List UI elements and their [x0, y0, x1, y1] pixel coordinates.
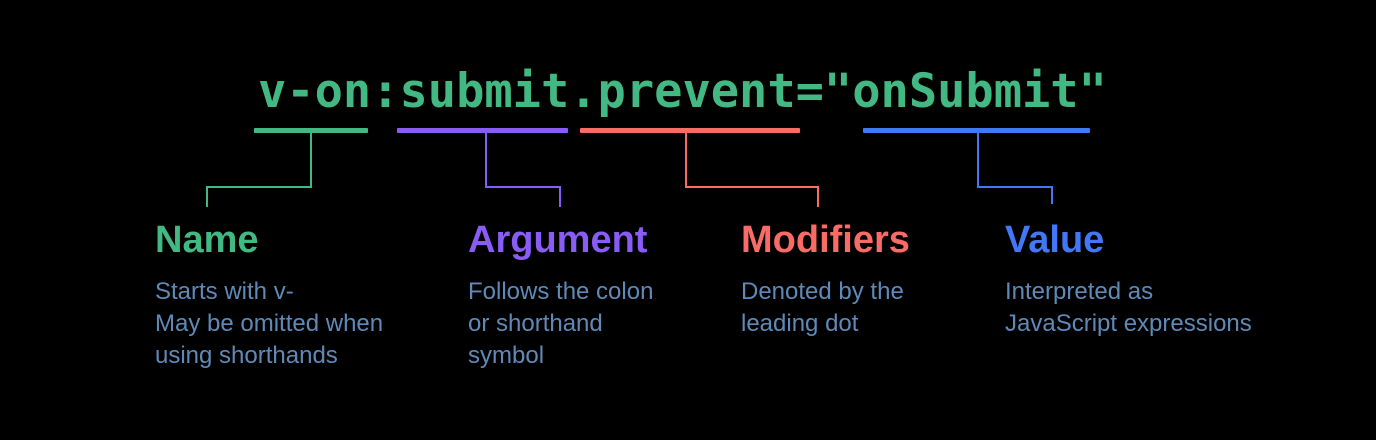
modifiers-connector-stub — [817, 186, 819, 207]
value-connector-elbow — [977, 186, 1053, 188]
modifiers-connector-elbow — [685, 186, 819, 188]
argument-connector-stub — [559, 186, 561, 207]
code-segment-closing-quote: " — [1078, 64, 1107, 119]
name-connector-elbow — [206, 186, 312, 188]
argument-connector-elbow — [485, 186, 561, 188]
value-description: Interpreted as JavaScript expressions — [1005, 276, 1252, 340]
name-connector-stub — [206, 186, 208, 207]
value-description-line-1: Interpreted as — [1005, 278, 1154, 305]
value-description-line-2: JavaScript expressions — [1005, 310, 1252, 337]
code-segment-value: onSubmit — [852, 64, 1079, 119]
argument-description-line-1: Follows the colon — [468, 278, 654, 305]
code-segment-modifiers: .prevent — [569, 64, 796, 119]
code-segment-name: v-on — [258, 64, 372, 119]
name-label: Name — [155, 219, 259, 261]
value-underline-bar — [863, 128, 1090, 133]
argument-description-line-3: symbol — [468, 342, 545, 369]
modifiers-label: Modifiers — [741, 219, 910, 261]
code-line: v-on:submit.prevent="onSubmit" — [258, 68, 1107, 116]
modifiers-description-line-2: leading dot — [741, 310, 859, 337]
modifiers-description-line-1: Denoted by the — [741, 278, 904, 305]
code-segment-argument: submit — [399, 64, 570, 119]
name-description-line-2: May be omitted when — [155, 310, 384, 337]
code-segment-colon: : — [371, 64, 400, 119]
modifiers-underline-bar — [580, 128, 800, 133]
modifiers-description: Denoted by the leading dot — [741, 276, 904, 340]
argument-label: Argument — [468, 219, 648, 261]
name-description-line-1: Starts with v- — [155, 278, 294, 305]
argument-connector-drop — [485, 133, 487, 188]
value-connector-drop — [977, 133, 979, 188]
name-connector-drop — [310, 133, 312, 188]
argument-description: Follows the colon or shorthand symbol — [468, 276, 653, 372]
code-segment-equals-quote: =" — [795, 64, 853, 119]
argument-underline-bar — [397, 128, 568, 133]
name-underline-bar — [254, 128, 368, 133]
name-description: Starts with v- May be omitted when using… — [155, 276, 383, 372]
value-connector-stub — [1051, 186, 1053, 204]
value-label: Value — [1005, 219, 1105, 261]
name-description-line-3: using shorthands — [155, 342, 338, 369]
modifiers-connector-drop — [685, 133, 687, 188]
argument-description-line-2: or shorthand — [468, 310, 603, 337]
